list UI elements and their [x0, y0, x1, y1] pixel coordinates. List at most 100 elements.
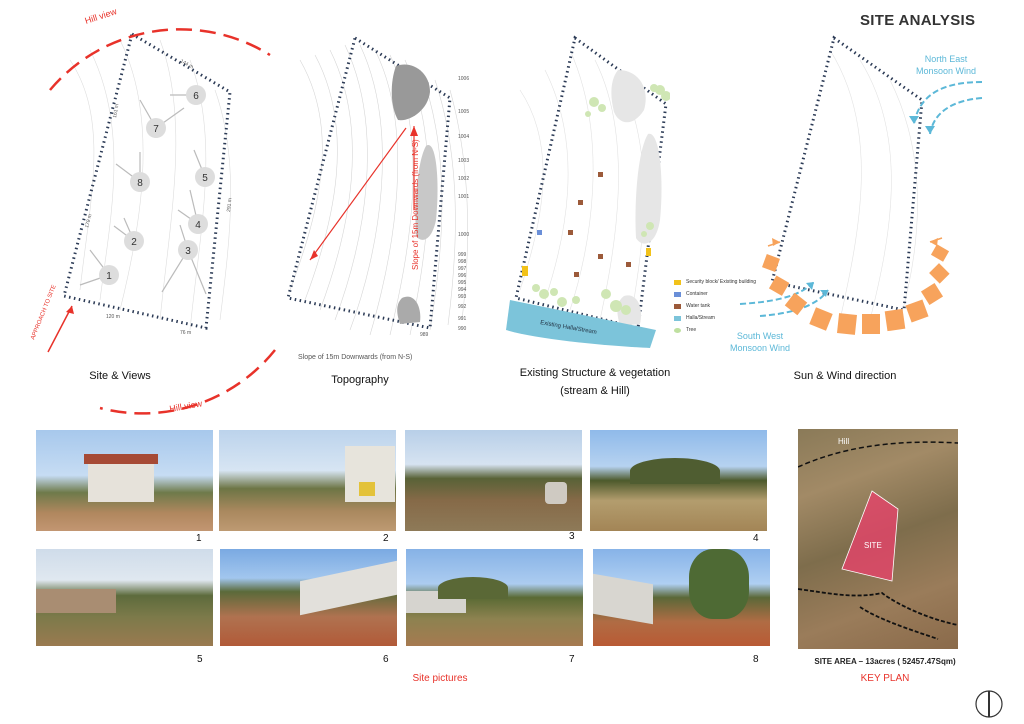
- svg-text:1000: 1000: [458, 232, 469, 238]
- legend-container: Container: [674, 291, 708, 297]
- topo-hill-shade-bottom: [397, 296, 421, 324]
- svg-text:999: 999: [458, 252, 467, 258]
- view-point-4: [188, 214, 208, 234]
- view-point-3: [178, 240, 198, 260]
- photo-number-6: 6: [383, 654, 389, 665]
- existing-structure-diagram: Existing Halla/Stream: [506, 35, 670, 348]
- svg-text:991: 991: [458, 316, 467, 322]
- key-plan-hill-label: Hill: [838, 437, 850, 446]
- svg-text:7: 7: [153, 124, 159, 135]
- svg-text:993: 993: [458, 294, 467, 300]
- photo-number-8: 8: [753, 654, 759, 665]
- svg-text:1006: 1006: [458, 76, 469, 82]
- slope-note: Slope of 15m Downwards (from N-S): [298, 354, 413, 361]
- topo-hill-shade-mid: [415, 145, 438, 240]
- hill-outline: [798, 441, 958, 468]
- svg-text:2: 2: [131, 237, 137, 248]
- access-roads: [798, 588, 958, 626]
- dim-left-upper: 161 m: [112, 104, 120, 119]
- legend-security: Security block/ Existing building: [674, 279, 756, 285]
- legend-water-tank: Water tank: [674, 303, 710, 309]
- slope-arrow-diagonal: [309, 127, 407, 261]
- topo-hill-shade-top: [391, 64, 430, 121]
- svg-text:995: 995: [458, 280, 467, 286]
- svg-text:996: 996: [458, 273, 467, 279]
- view-point-1: [99, 265, 119, 285]
- view-point-2: [124, 231, 144, 251]
- ne-wind-label: North East Monsoon Wind: [915, 54, 977, 76]
- site-photo-5: [36, 549, 213, 646]
- dim-right: 291 m: [226, 198, 233, 212]
- sun-wind-diagram: [739, 35, 983, 335]
- key-plan-site-label: SITE: [864, 541, 882, 550]
- site-photo-6: [220, 549, 397, 646]
- svg-text:1002: 1002: [458, 176, 469, 182]
- key-plan-caption: KEY PLAN: [860, 673, 910, 684]
- photo-number-1: 1: [196, 533, 202, 544]
- hill-view-bottom-label: Hill view: [169, 398, 204, 414]
- photo-number-5: 5: [197, 654, 203, 665]
- ne-wind-arrows: [913, 81, 983, 135]
- svg-text:998: 998: [458, 259, 467, 265]
- svg-text:994: 994: [458, 287, 467, 293]
- svg-text:5: 5: [202, 173, 208, 184]
- svg-text:3: 3: [185, 246, 191, 257]
- stream: [506, 300, 656, 348]
- svg-text:992: 992: [458, 304, 467, 310]
- approach-arrow: [47, 305, 73, 353]
- sun-path: [762, 244, 950, 335]
- legend-stream: Halla/Stream: [674, 315, 715, 321]
- site-area: SITE AREA – 13acres ( 52457.47Sqm): [814, 657, 956, 666]
- svg-text:990: 990: [458, 326, 467, 332]
- topography-caption: Topography: [331, 374, 389, 386]
- photo-number-2: 2: [383, 533, 389, 544]
- site-photo-8: [593, 549, 770, 646]
- contour-labels: 1006 1005 1004 1003 1002 1001 1000 999 9…: [420, 76, 469, 338]
- photo-number-3: 3: [569, 531, 575, 542]
- hill-view-arc-top: [49, 28, 271, 91]
- svg-text:1003: 1003: [458, 158, 469, 164]
- site-photo-1: [36, 430, 213, 531]
- svg-text:1001: 1001: [458, 194, 469, 200]
- svg-text:8: 8: [137, 178, 143, 189]
- site-boundary: [62, 31, 232, 330]
- approach-label: APPROACH TO SITE: [30, 284, 57, 340]
- site-views-diagram: 144 m 161 m 179 m 291 m 120 m 76 m 1 2 3: [30, 6, 276, 415]
- svg-text:1004: 1004: [458, 134, 469, 140]
- sw-wind-label: South West Monsoon Wind: [729, 331, 791, 353]
- svg-text:4: 4: [195, 220, 201, 231]
- view-point-7: [146, 118, 166, 138]
- svg-text:6: 6: [193, 91, 199, 102]
- photo-number-7: 7: [569, 654, 575, 665]
- slope-arrow-label: Slope of 15m Downwards (from N-S): [411, 139, 420, 270]
- dim-top: 144 m: [179, 58, 194, 70]
- container: [537, 230, 542, 235]
- site-highlight: [841, 490, 899, 582]
- security-block: [522, 266, 528, 276]
- north-arrow-icon: [975, 690, 1003, 718]
- site-photo-3: [405, 430, 582, 531]
- site-photo-4: [590, 430, 767, 531]
- site-pictures-caption: Site pictures: [412, 673, 468, 684]
- dim-bottom: 76 m: [180, 330, 191, 336]
- hill-view-arc-bottom: [99, 349, 276, 415]
- hill-view-top-label: Hill view: [84, 6, 119, 26]
- trees: [532, 84, 670, 315]
- view-point-5: [195, 167, 215, 187]
- photo-number-4: 4: [753, 533, 759, 544]
- svg-text:1005: 1005: [458, 109, 469, 115]
- dim-bottom-left: 120 m: [106, 314, 120, 320]
- view-point-8: [130, 172, 150, 192]
- site-photo-7: [406, 549, 583, 646]
- legend-tree: Tree: [674, 327, 696, 333]
- sun-wind-caption: Sun & Wind direction: [793, 370, 897, 382]
- site-views-caption: Site & Views: [89, 370, 151, 382]
- key-plan-map: Hill SITE: [798, 429, 958, 649]
- site-photo-2: [219, 430, 396, 531]
- page-title: SITE ANALYSIS: [860, 12, 976, 29]
- existing-caption: Existing Structure & vegetation (stream …: [519, 367, 671, 397]
- svg-text:997: 997: [458, 266, 467, 272]
- water-tanks: [568, 172, 631, 277]
- wind-site-boundary: [770, 35, 924, 312]
- topography-diagram: Slope of 15m Downwards (from N-S) 1006 1…: [286, 35, 469, 338]
